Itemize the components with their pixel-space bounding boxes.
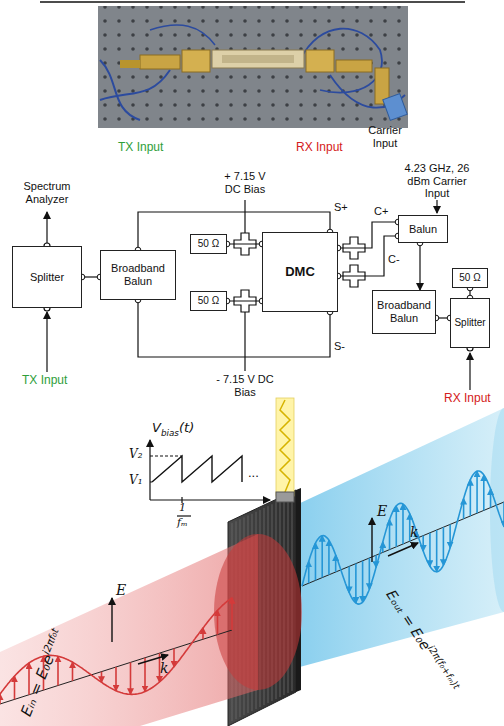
balun-box: Broadband Balun bbox=[100, 250, 176, 300]
wave-curve bbox=[302, 471, 504, 604]
carrier-label: 4.23 GHz, 26 dBm Carrier Input bbox=[404, 162, 470, 200]
field-arrow bbox=[470, 480, 472, 516]
wire-line bbox=[419, 243, 420, 290]
field-arrow bbox=[202, 628, 204, 639]
field-arrow bbox=[389, 520, 391, 550]
field-arrow bbox=[72, 662, 74, 681]
bias-voltage-label: Vbias(t) bbox=[152, 420, 194, 438]
formula-part: i2π(f₀+fₘ)t bbox=[426, 643, 462, 691]
field-arrow bbox=[130, 662, 132, 694]
formula-part: (t) bbox=[179, 420, 194, 435]
modulator-box: DMC bbox=[262, 232, 338, 312]
load-box: 50 Ω bbox=[190, 234, 227, 254]
formula-part: V bbox=[152, 420, 161, 435]
node-label: 50 Ω bbox=[198, 295, 219, 307]
period-label: fₘ bbox=[177, 517, 188, 530]
field-arrow bbox=[443, 527, 445, 565]
field-arrow bbox=[503, 502, 504, 527]
node-label: Splitter bbox=[30, 271, 64, 284]
field-arrow bbox=[144, 658, 146, 692]
field-arrow bbox=[231, 598, 233, 630]
node-label: 50 Ω bbox=[459, 272, 480, 284]
field-arrow bbox=[463, 499, 465, 519]
field-arrow bbox=[217, 610, 219, 634]
port-label: C+ bbox=[374, 205, 388, 218]
formula-part: i2πf₀t bbox=[40, 627, 60, 656]
field-arrow bbox=[395, 506, 397, 547]
field-symbol: E bbox=[116, 582, 126, 598]
field-arrow bbox=[0, 694, 1, 704]
node-label: Balun bbox=[409, 223, 437, 236]
node-label: DMC bbox=[285, 265, 315, 280]
field-arrow bbox=[101, 672, 103, 683]
wavevector-symbol: k bbox=[410, 524, 418, 540]
input-label: TX Input bbox=[22, 374, 67, 388]
field-arrow bbox=[436, 530, 438, 572]
axis-level: V₂ bbox=[129, 448, 142, 462]
formula-part: bias bbox=[161, 428, 179, 438]
field-arrow bbox=[57, 656, 59, 685]
period-label: 1 bbox=[179, 502, 186, 515]
field-symbol: E bbox=[377, 503, 387, 519]
field-arrow bbox=[429, 533, 431, 566]
bias-label: - 7.15 V DC Bias bbox=[215, 373, 275, 398]
balun-box: Broadband Balun bbox=[372, 290, 436, 334]
field-arrow bbox=[483, 475, 485, 510]
field-arrow bbox=[14, 676, 16, 699]
field-arrow bbox=[382, 542, 384, 552]
axis-level: V₁ bbox=[129, 474, 142, 488]
wire-connector bbox=[335, 219, 401, 251]
wire-line bbox=[338, 222, 398, 248]
splitter-box: Splitter bbox=[450, 298, 490, 348]
field-arrow bbox=[369, 558, 371, 589]
input-label: RX Input bbox=[296, 141, 343, 155]
field-arrow bbox=[490, 489, 492, 508]
field-arrow bbox=[449, 524, 451, 547]
field-arrow bbox=[173, 649, 175, 667]
bias-label: + 7.15 V DC Bias bbox=[215, 170, 275, 195]
field-arrow bbox=[402, 504, 404, 544]
port-label: S+ bbox=[334, 201, 348, 214]
field-arrow bbox=[328, 540, 330, 574]
load-box: 50 Ω bbox=[190, 291, 227, 311]
input-label: TX Input bbox=[118, 141, 163, 155]
port-label: S- bbox=[334, 340, 345, 353]
metasurface-illustration bbox=[0, 398, 504, 726]
wire-connector bbox=[335, 233, 401, 279]
node-label: Splitter bbox=[454, 317, 485, 329]
port-label: C- bbox=[388, 253, 400, 266]
wire-line bbox=[227, 300, 262, 301]
wire-connector bbox=[417, 240, 423, 290]
field-arrow bbox=[348, 566, 350, 592]
field-arrow bbox=[321, 536, 323, 578]
load-box: 50 Ω bbox=[452, 268, 488, 288]
field-arrow bbox=[315, 543, 317, 580]
field-arrow bbox=[335, 555, 337, 572]
node-label: 50 Ω bbox=[198, 238, 219, 250]
splitter-box: Splitter bbox=[12, 246, 82, 308]
field-arrow bbox=[422, 536, 424, 551]
input-label: RX Input bbox=[444, 392, 491, 406]
input-label: Carrier Input bbox=[362, 124, 408, 149]
node-label: Broadband Balun bbox=[373, 299, 435, 324]
wavevector-symbol: k bbox=[160, 660, 168, 676]
instrument-label: Spectrum Analyzer bbox=[10, 180, 84, 205]
field-arrow bbox=[362, 561, 364, 602]
wire-connector bbox=[224, 298, 265, 304]
field-arrow bbox=[308, 561, 310, 583]
field-arrow bbox=[476, 471, 478, 513]
field-arrow bbox=[115, 667, 117, 691]
wave-axis bbox=[302, 502, 504, 586]
hardware-photo bbox=[98, 6, 408, 128]
balun-box: Balun bbox=[398, 215, 448, 243]
wire-connector bbox=[224, 241, 265, 247]
node-label: Broadband Balun bbox=[101, 262, 175, 287]
field-arrow bbox=[355, 564, 357, 603]
continuation-dots: ... bbox=[248, 466, 259, 481]
field-arrow bbox=[375, 555, 377, 567]
wire-line bbox=[227, 243, 262, 244]
